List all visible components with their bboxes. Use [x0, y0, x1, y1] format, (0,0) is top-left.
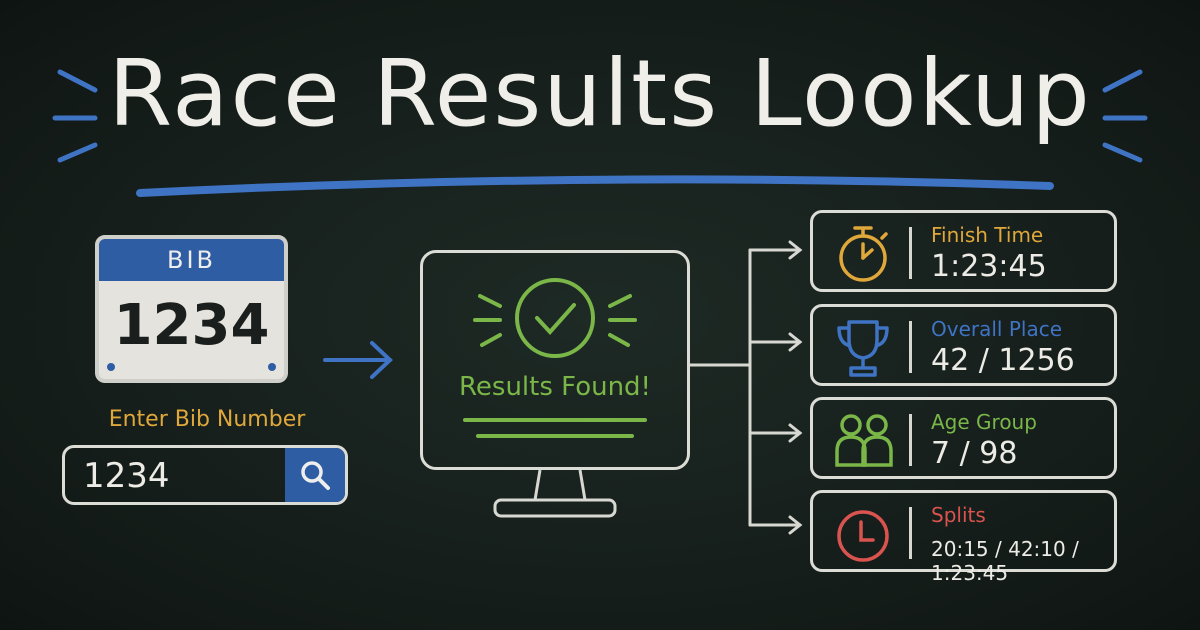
- result-card-overall-place: Overall Place 42 / 1256: [810, 304, 1117, 386]
- connector-lines: [688, 240, 803, 535]
- monitor-screen: [420, 250, 690, 470]
- result-value: 1:23:45: [931, 249, 1047, 284]
- clock-icon: [837, 510, 889, 562]
- result-value: 20:15 / 42:10 / 1:23:45: [931, 537, 1079, 585]
- search-button[interactable]: [285, 448, 345, 502]
- trophy-icon: [837, 320, 889, 377]
- bib-input-label: Enter Bib Number: [108, 407, 306, 432]
- result-card-splits: Splits 20:15 / 42:10 / 1:23:45: [810, 490, 1117, 585]
- result-label: Overall Place: [931, 317, 1063, 341]
- results-found-message: Results Found!: [459, 372, 651, 402]
- bib-card: BIB 1234: [95, 235, 288, 383]
- divider: [909, 507, 912, 559]
- divider: [909, 321, 912, 373]
- result-label: Finish Time: [931, 223, 1044, 247]
- search-icon: [301, 461, 330, 490]
- bib-input-value: 1234: [83, 456, 170, 496]
- bib-pin-hole: [107, 363, 115, 371]
- result-label: Splits: [931, 503, 986, 527]
- people-icon: [835, 414, 893, 467]
- result-label: Age Group: [931, 410, 1037, 434]
- result-card-age-group: Age Group 7 / 98: [810, 397, 1117, 479]
- bib-number-input[interactable]: 1234: [62, 445, 348, 505]
- title-underline: [136, 175, 1054, 197]
- bib-pin-hole: [268, 247, 276, 255]
- bib-pin-hole: [268, 363, 276, 371]
- bib-pin-hole: [107, 247, 115, 255]
- result-value: 7 / 98: [931, 436, 1018, 471]
- bib-number: 1234: [113, 293, 270, 358]
- input-to-monitor-arrow: [323, 341, 393, 379]
- page-title: Race Results Lookup: [108, 40, 1092, 147]
- bib-header: BIB: [99, 239, 284, 281]
- divider: [909, 414, 912, 466]
- divider: [909, 227, 912, 279]
- monitor-stand: [493, 469, 617, 518]
- result-value: 42 / 1256: [931, 343, 1075, 378]
- title-accent-dashes: [52, 69, 1148, 163]
- result-card-finish-time: Finish Time 1:23:45: [810, 210, 1117, 292]
- check-circle-icon: [463, 278, 647, 438]
- stopwatch-icon: [839, 226, 888, 282]
